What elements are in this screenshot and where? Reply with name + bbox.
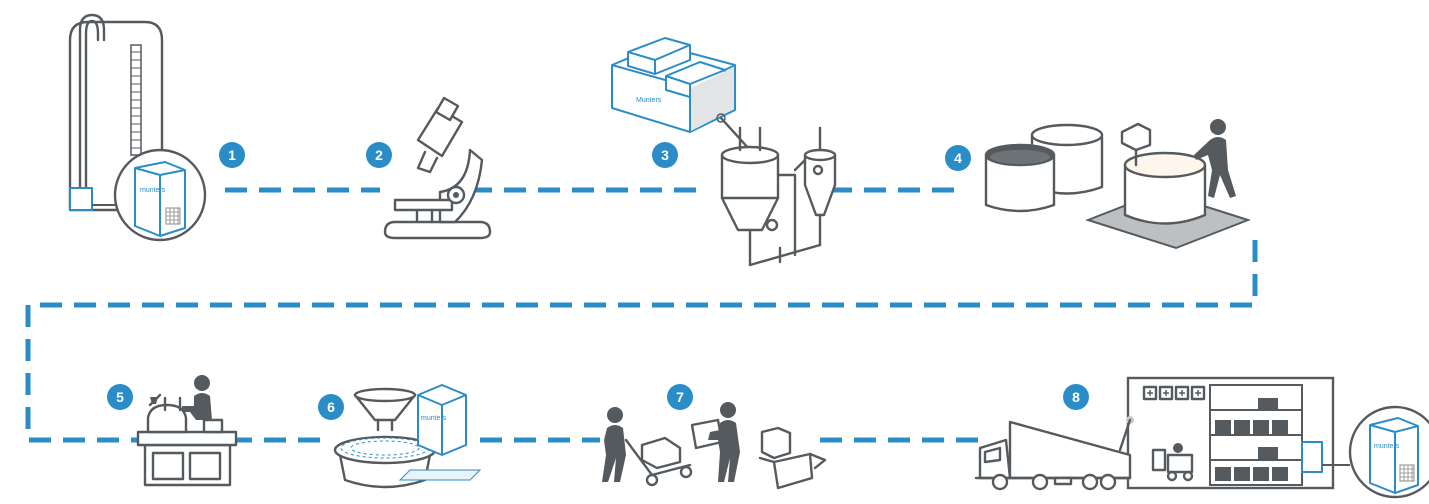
step-number: 2 [375,147,383,163]
microscope-icon [383,96,492,240]
dehumidifier-callout-1: munters [113,148,207,242]
step-badge-1: 1 [219,142,245,168]
svg-text:munters: munters [140,187,166,194]
tablet-coating-icon: munters [333,384,482,489]
svg-text:munters: munters [421,415,447,422]
step-number: 5 [116,389,124,405]
mixing-tanks-icon [984,122,1252,250]
worker-figure-4 [1194,119,1236,198]
step-number: 3 [661,147,669,163]
step-badge-7: 7 [667,384,693,410]
step-badge-2: 2 [366,142,392,168]
step-badge-3: 3 [652,142,678,168]
step-badge-6: 6 [318,394,344,420]
dehumidifier-unit-3: Munters [611,37,736,133]
step-number: 7 [676,389,684,405]
delivery-truck-icon [974,420,1132,491]
step-number: 1 [228,147,236,163]
process-flow-connector [25,187,1258,443]
step-badge-5: 5 [107,384,133,410]
dehumidifier-callout-8: munters [1348,405,1429,499]
step-badge-8: 8 [1063,384,1089,410]
svg-text:munters: munters [1374,443,1400,450]
step-number: 6 [327,399,335,415]
step-number: 8 [1072,389,1080,405]
warehouse-distribution-icon [1118,376,1350,490]
pharma-box-row [1142,385,1206,401]
weighing-station-icon [136,375,238,487]
step-number: 4 [954,150,962,166]
packaging-icon [602,402,827,490]
step-badge-4: 4 [945,145,971,171]
brand-label: Munters [636,97,662,104]
spray-dryer-icon [719,116,837,267]
